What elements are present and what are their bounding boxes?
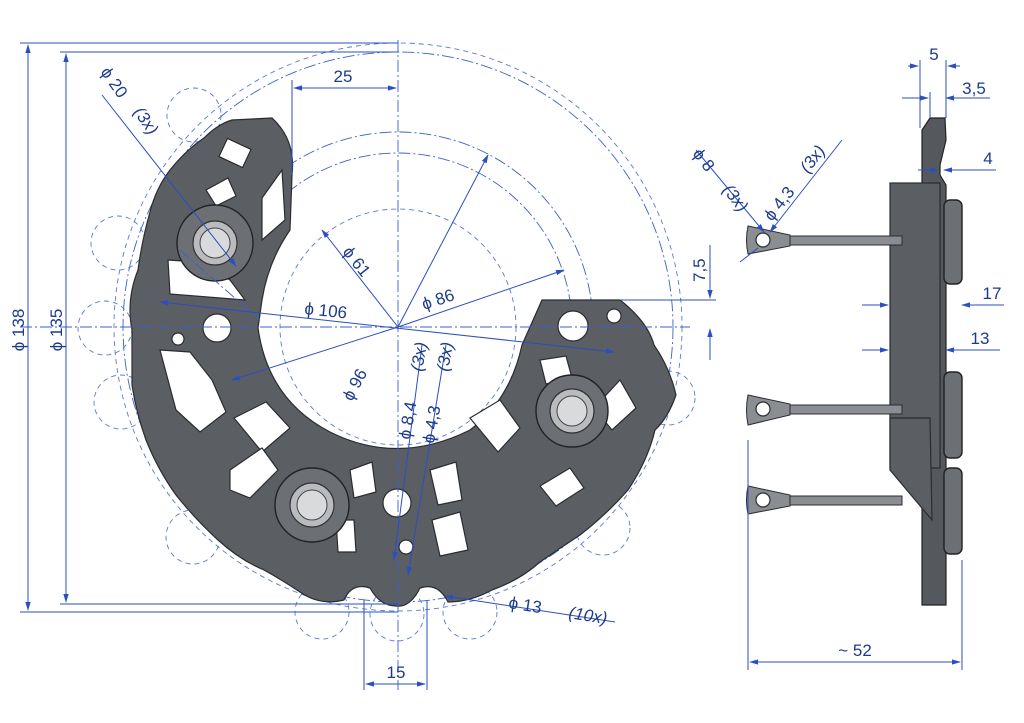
d84-count: (3x): [407, 341, 431, 373]
d20-label: ϕ 20: [97, 63, 132, 101]
w25-label: 25: [334, 67, 353, 86]
dim-25: 25: [291, 67, 397, 175]
t35-label: 3,5: [962, 79, 986, 98]
side-view: 5 3,5 4 ϕ 8 (3x) ϕ 4,3 (3x): [689, 45, 1004, 670]
d138-label: ϕ 138: [9, 309, 28, 352]
h75-label: 7,5: [690, 258, 709, 282]
dim-75: 7,5: [620, 245, 716, 360]
d86-label: ϕ 86: [419, 285, 456, 313]
dim-d106: ϕ 106: [159, 299, 615, 354]
dim-5: 5: [908, 45, 960, 128]
dim-52: ~ 52: [747, 440, 963, 670]
terminal-rod-1: [746, 225, 903, 255]
dim-4: 4: [918, 149, 996, 173]
w52-label: ~ 52: [838, 641, 872, 660]
d20-count: (3x): [130, 103, 162, 138]
d96-label: ϕ 96: [339, 366, 371, 404]
dim-13: 13: [862, 329, 1000, 353]
d135-label: ϕ 135: [47, 309, 66, 352]
terminal-rod-3: [746, 485, 903, 515]
dim-15: 15: [363, 600, 428, 690]
dim-d13: ϕ 13 (10x): [444, 593, 616, 628]
d13-count: (10x): [567, 603, 608, 628]
dim-35: 3,5: [902, 79, 990, 118]
side-boss-top: [943, 199, 963, 285]
dim-d84-d43: ϕ 8,4 (3x) ϕ 4,3 (3x): [392, 341, 457, 576]
diode-boss-top: [176, 204, 254, 282]
t5-label: 5: [929, 45, 938, 64]
dim-17: 17: [862, 284, 1004, 308]
rectifier-plate: [129, 117, 677, 607]
h17-label: 17: [983, 284, 1002, 303]
h13-label: 13: [971, 329, 990, 348]
front-view: ϕ 138 ϕ 135 25 ϕ 20 (3x) ϕ 61 ϕ 10: [9, 40, 716, 690]
side-d43-count: (3x): [796, 142, 829, 177]
terminal-rod-2: [746, 394, 903, 426]
side-foot: [889, 417, 933, 522]
t4-label: 4: [983, 149, 992, 168]
dim-d135: ϕ 135: [47, 51, 398, 605]
dim-d138: ϕ 138: [9, 42, 398, 613]
side-boss-bot: [943, 467, 963, 555]
d61-label: ϕ 61: [339, 243, 374, 281]
side-boss-mid: [943, 371, 963, 459]
d43-count: (3x): [433, 341, 457, 373]
side-d8-count: (3x): [719, 181, 752, 216]
side-d8-label: ϕ 8: [689, 145, 719, 175]
d13-label: ϕ 13: [507, 593, 543, 617]
d43-label: ϕ 4,3: [419, 404, 444, 445]
diode-boss-bottom: [274, 467, 350, 543]
d106-label: ϕ 106: [304, 299, 348, 322]
d84-label: ϕ 8,4: [395, 400, 420, 441]
dim-d86: ϕ 86: [397, 154, 565, 328]
diode-boss-right: [535, 374, 609, 448]
w15-label: 15: [387, 663, 406, 682]
